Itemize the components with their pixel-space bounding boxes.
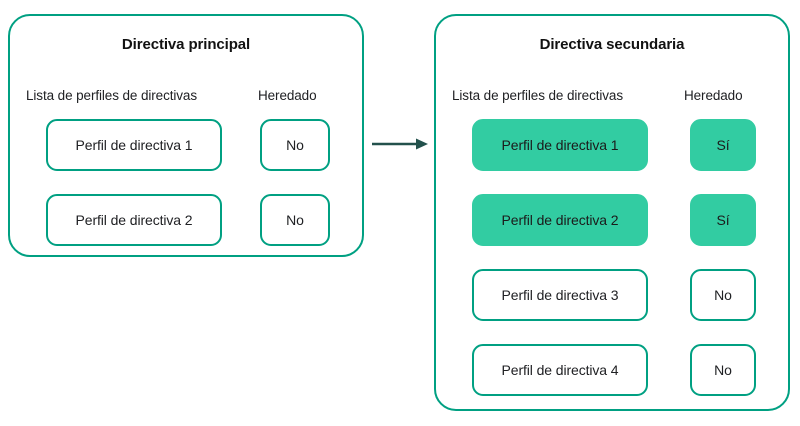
table-row: Perfil de directiva 1 No	[10, 119, 362, 171]
column-header-inherited: Heredado	[684, 88, 743, 103]
panel-secondary-title: Directiva secundaria	[539, 36, 685, 53]
policy-profile-chip[interactable]: Perfil de directiva 1	[472, 119, 648, 171]
table-row: Perfil de directiva 2 Sí	[436, 194, 788, 246]
policy-profile-chip[interactable]: Perfil de directiva 4	[472, 344, 648, 396]
policy-profile-chip[interactable]: Perfil de directiva 2	[472, 194, 648, 246]
table-row: Perfil de directiva 2 No	[10, 194, 362, 246]
inherited-status-chip[interactable]: No	[690, 344, 756, 396]
column-header-inherited: Heredado	[258, 88, 317, 103]
panel-secondary-policy: Directiva secundaria Lista de perfiles d…	[434, 14, 790, 411]
table-row: Perfil de directiva 4 No	[436, 344, 788, 396]
inherited-status-chip[interactable]: Sí	[690, 119, 756, 171]
arrow-right-icon	[372, 138, 428, 150]
policy-profile-chip[interactable]: Perfil de directiva 1	[46, 119, 222, 171]
panel-primary-policy: Directiva principal Lista de perfiles de…	[8, 14, 364, 257]
panel-secondary-rows: Perfil de directiva 1 Sí Perfil de direc…	[436, 119, 788, 396]
panel-primary-column-headers: Lista de perfiles de directivas Heredado	[10, 88, 362, 106]
column-header-profiles: Lista de perfiles de directivas	[26, 88, 197, 103]
table-row: Perfil de directiva 1 Sí	[436, 119, 788, 171]
inherited-status-chip[interactable]: Sí	[690, 194, 756, 246]
panel-primary-title: Directiva principal	[121, 36, 251, 53]
policy-profile-chip[interactable]: Perfil de directiva 3	[472, 269, 648, 321]
policy-profile-chip[interactable]: Perfil de directiva 2	[46, 194, 222, 246]
table-row: Perfil de directiva 3 No	[436, 269, 788, 321]
inherited-status-chip[interactable]: No	[690, 269, 756, 321]
inherited-status-chip[interactable]: No	[260, 194, 330, 246]
panel-primary-rows: Perfil de directiva 1 No Perfil de direc…	[10, 119, 362, 246]
inherited-status-chip[interactable]: No	[260, 119, 330, 171]
panel-secondary-column-headers: Lista de perfiles de directivas Heredado	[436, 88, 788, 106]
column-header-profiles: Lista de perfiles de directivas	[452, 88, 623, 103]
